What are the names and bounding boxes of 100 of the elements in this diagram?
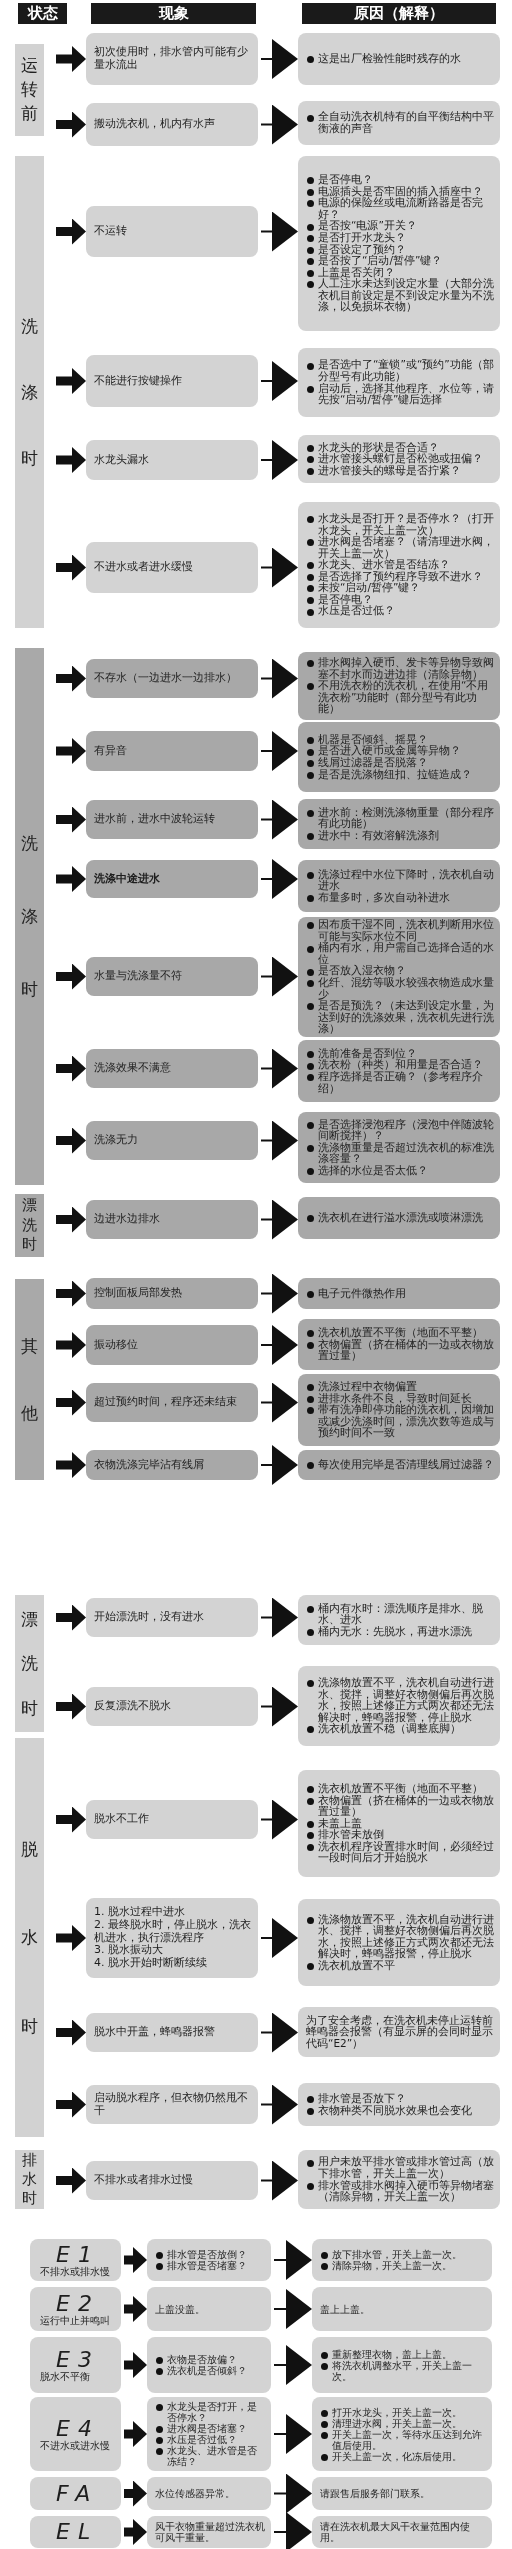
cause-box bbox=[298, 1319, 500, 1370]
arrow bbox=[260, 1120, 298, 1161]
cause-box bbox=[298, 2083, 500, 2126]
cause-item: 桶内有水，用户需自己选择合适的水位 bbox=[306, 942, 494, 966]
remedy-item: 放下排水管，开关上盖一次。 bbox=[320, 2249, 486, 2260]
arrow bbox=[56, 806, 86, 833]
error-description: 运行中止并鸣叫 bbox=[39, 2314, 111, 2326]
symptom-text: 脱水不工作 bbox=[94, 1813, 150, 1826]
symptom-text: 有异音 bbox=[94, 744, 128, 758]
stage-label: 排水时 bbox=[22, 2151, 37, 2208]
remedy-item: 清除异物，开关上盖一次。 bbox=[320, 2260, 486, 2271]
cause-item: 进水前：检测洗涤物重量（部分程序有此功能） bbox=[306, 806, 494, 830]
cause-item: 机器是否倾斜、摇晃？ bbox=[306, 733, 494, 746]
cause-item: 因布质干湿不同，洗衣机判断用水位可能与实际水位不同 bbox=[306, 919, 494, 943]
check-item: 水龙头、进水管是否冻结？ bbox=[155, 2445, 265, 2467]
symptom-box bbox=[86, 1800, 258, 1839]
symptom-text: 开始漂洗时，没有进水 bbox=[94, 1611, 205, 1624]
symptom-box bbox=[86, 1278, 258, 1309]
stage-band bbox=[15, 2150, 44, 2209]
cause-item: 进水管接头的螺母是否拧紧？ bbox=[306, 464, 494, 477]
error-code: E4 bbox=[56, 2417, 101, 2440]
cause-box bbox=[298, 1666, 500, 1746]
cause-item: 全自动洗衣机特有的自平衡结构中平衡液的声音 bbox=[306, 111, 494, 135]
symptom-box bbox=[86, 2013, 258, 2052]
cause-item: 衣物种类不同脱水效果也会变化 bbox=[306, 2104, 494, 2117]
cause-item: 洗涤物放置不平，洗衣机自动进行进水、搅拌，调整好衣物侧偏后再次脱水，按照上述修正方式两次都还无法解决时，蜂鸣器报警，停止脱水 bbox=[306, 1913, 494, 1960]
symptom-text: 水龙头漏水 bbox=[94, 453, 150, 467]
arrow bbox=[124, 2480, 147, 2507]
arrow bbox=[260, 1597, 298, 1638]
cause-item: 桶内无水：先脱水，再进水漂洗 bbox=[306, 1625, 494, 1638]
symptom-text: 进水前，进水中波轮运转 bbox=[94, 813, 216, 826]
symptom-box bbox=[86, 800, 258, 839]
arrow bbox=[124, 2296, 147, 2322]
error-description: 不排水或排水慢 bbox=[39, 2265, 111, 2277]
check-panel bbox=[147, 2516, 271, 2548]
arrow bbox=[260, 211, 298, 252]
symptom-box bbox=[86, 33, 258, 85]
cause-box bbox=[298, 1040, 500, 1102]
arrow bbox=[260, 1799, 298, 1840]
symptom-box bbox=[86, 206, 258, 257]
cause-item: 带有洗净即停功能的洗衣机，因增加或减少洗涤时间，漂洗次数等造成与预约时间不一致 bbox=[306, 1404, 494, 1439]
cause-item: 排水管未放倒 bbox=[306, 1829, 494, 1841]
symptom-box bbox=[86, 542, 258, 593]
cause-box bbox=[298, 1112, 500, 1183]
arrow bbox=[260, 1048, 298, 1089]
symptom-text: 不能进行按键操作 bbox=[94, 374, 183, 388]
cause-box bbox=[298, 2007, 500, 2057]
stage-band bbox=[15, 1279, 44, 1480]
stage-label: 其他 bbox=[21, 1335, 38, 1425]
cause-item: 启动后，选择其他程序、水位等，请先按“启动/暂停”键后选择 bbox=[306, 382, 494, 406]
arrow bbox=[124, 2519, 147, 2545]
remedy-item: 打开水龙头，开关上盖一次。 bbox=[320, 2406, 486, 2418]
check-panel bbox=[147, 2477, 271, 2510]
symptom-text: 边进水边排水 bbox=[94, 1213, 161, 1226]
cause-item: 未盖上盖 bbox=[306, 1817, 494, 1830]
cause-box bbox=[298, 1899, 500, 1986]
check-panel bbox=[147, 2337, 271, 2393]
symptom-box bbox=[86, 1325, 258, 1365]
check-text: 上盖没盖。 bbox=[155, 2303, 206, 2315]
cause-item: 洗衣机放置不稳（调整底脚） bbox=[306, 1723, 494, 1735]
cause-item: 进水管接头螺钉是否松弛或扭偏？ bbox=[306, 453, 494, 465]
error-code: FA bbox=[55, 2482, 100, 2505]
cause-item: 每次使用完毕是否清理线屑过滤器？ bbox=[306, 1459, 494, 1471]
cause-box bbox=[298, 860, 500, 912]
error-code-panel bbox=[30, 2287, 121, 2331]
cause-item: 未按“启动/暂停”键？ bbox=[306, 582, 494, 594]
check-item: 洗衣机是否倾斜？ bbox=[155, 2365, 265, 2376]
symptom-text: 控制面板局部发热 bbox=[94, 1287, 183, 1300]
stage-band bbox=[15, 156, 44, 628]
check-item: 进水阀是否堵塞？ bbox=[155, 2423, 265, 2434]
symptom-text: 启动脱水程序，但衣物仍然甩不干 bbox=[94, 2091, 249, 2118]
arrow bbox=[56, 447, 86, 473]
arrow bbox=[273, 2473, 312, 2514]
check-item: 水龙头是否打开，是否停水？ bbox=[155, 2401, 265, 2423]
cause-item: 洗衣机放置不平 bbox=[306, 1959, 494, 1972]
cause-box bbox=[298, 1770, 500, 1877]
remedy-item: 开关上盖一次，等待水压达到允许值后使用。 bbox=[320, 2428, 486, 2451]
cause-box bbox=[298, 799, 500, 849]
error-description: 脱水不平衡 bbox=[39, 2370, 91, 2382]
stage-label: 漂洗时 bbox=[22, 1196, 37, 1255]
check-panel bbox=[147, 2397, 271, 2471]
arrow bbox=[260, 1382, 298, 1423]
symptom-box bbox=[86, 2161, 258, 2200]
symptom-text: 洗涤无力 bbox=[94, 1134, 139, 1147]
cause-item: 洗衣机放置不平衡（地面不平整） bbox=[306, 1327, 494, 1339]
arrow bbox=[260, 2084, 298, 2125]
cause-item: 洗前准备是否到位？ bbox=[306, 1047, 494, 1060]
error-code-panel bbox=[30, 2239, 121, 2281]
stage-band bbox=[15, 648, 44, 1185]
remedy-panel bbox=[312, 2477, 492, 2510]
cause-item: 不用洗衣粉的洗衣机，在使用“不用洗衣粉”功能时（部分型号有此功能） bbox=[306, 680, 494, 715]
symptom-text: 1. 脱水过程中进水 bbox=[94, 1906, 186, 1919]
remedy-text: 请跟售后服务部门联系。 bbox=[320, 2488, 431, 2499]
arrow bbox=[56, 1055, 86, 1082]
symptom-text: 不运转 bbox=[94, 225, 128, 238]
arrow bbox=[260, 1686, 298, 1727]
remedy-panel bbox=[312, 2337, 492, 2393]
symptom-text: 3. 脱水振动大 bbox=[94, 1944, 164, 1957]
stage-band bbox=[15, 44, 44, 136]
error-code-panel bbox=[30, 2337, 121, 2393]
